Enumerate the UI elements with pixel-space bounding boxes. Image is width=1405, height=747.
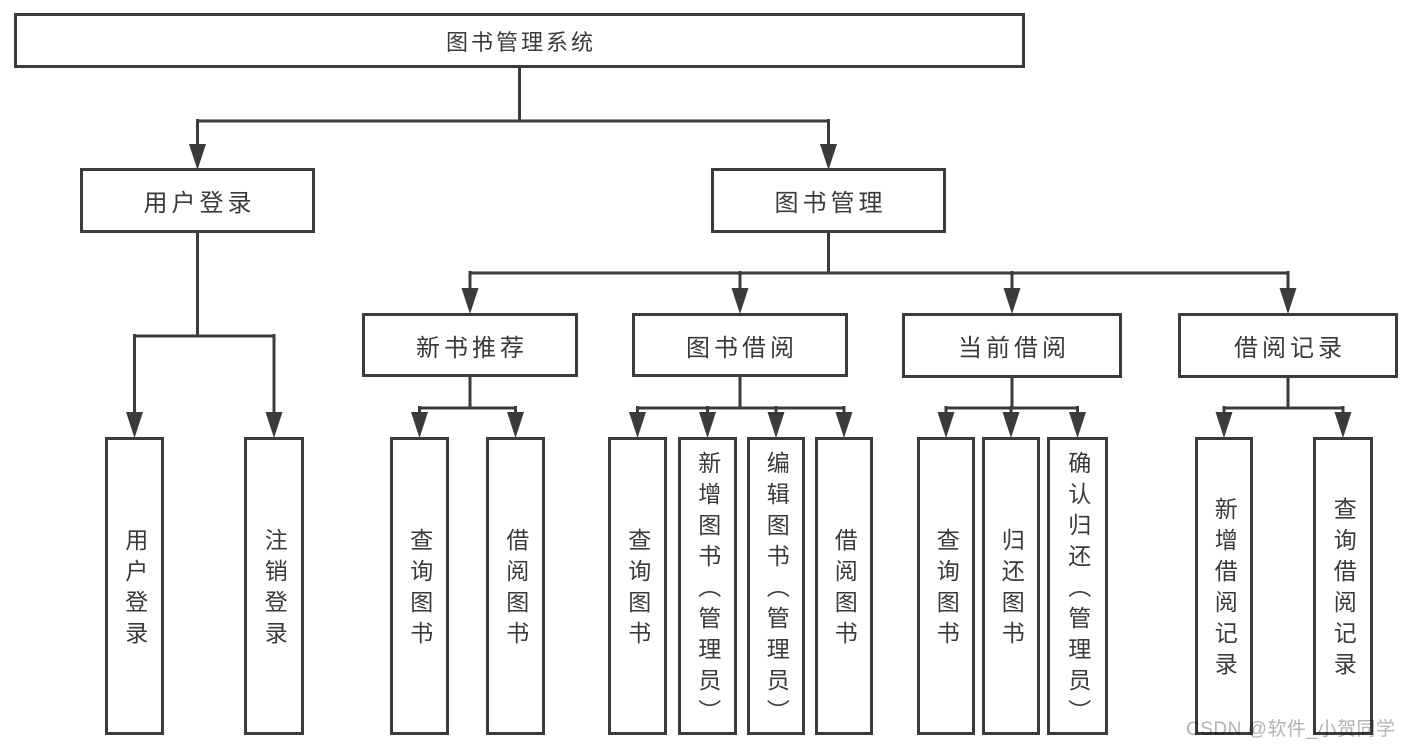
node-book-management-label: 图书管理 <box>774 190 887 217</box>
leaf-borrow-books-borrow-label: 借阅图书 <box>831 528 858 652</box>
leaf-return-book-label: 归还图书 <box>998 528 1025 652</box>
leaf-borrow-books-recommend-label: 借阅图书 <box>502 528 529 652</box>
edge-borrow-records-to-leaves <box>1215 377 1352 438</box>
leaf-query-books-recommend-label: 查询图书 <box>406 528 433 652</box>
leaf-confirm-return-admin: 确认归还（管理员） <box>1047 437 1108 735</box>
node-current-borrow-label: 当前借阅 <box>958 335 1070 362</box>
node-user-login-label: 用户登录 <box>143 190 256 217</box>
leaf-logout-login: 注销登录 <box>244 437 304 735</box>
leaf-confirm-return-admin-label: 确认归还（管理员） <box>1064 450 1091 730</box>
leaf-borrow-books-recommend: 借阅图书 <box>486 437 545 735</box>
leaf-edit-book-admin: 编辑图书（管理员） <box>747 437 805 735</box>
leaf-query-borrow-record: 查询借阅记录 <box>1313 437 1373 735</box>
node-root-label: 图书管理系统 <box>445 29 596 55</box>
watermark: CSDN @软件_小贺同学 <box>1186 719 1396 740</box>
node-book-borrow: 图书借阅 <box>632 313 848 377</box>
node-book-management: 图书管理 <box>711 168 946 233</box>
edge-root-to-level2 <box>189 68 837 170</box>
leaf-borrow-books-borrow: 借阅图书 <box>815 437 873 735</box>
leaf-user-login-label: 用户登录 <box>121 528 148 652</box>
leaf-user-login: 用户登录 <box>105 437 164 735</box>
edge-current-borrow-to-leaves <box>937 377 1086 438</box>
leaf-query-books-current: 查询图书 <box>917 437 975 735</box>
leaf-query-borrow-record-label: 查询借阅记录 <box>1330 497 1357 683</box>
node-new-book-recommend-label: 新书推荐 <box>416 334 528 362</box>
leaf-add-borrow-record-label: 新增借阅记录 <box>1211 497 1238 683</box>
leaf-query-books-borrow: 查询图书 <box>608 437 667 735</box>
leaf-return-book: 归还图书 <box>982 437 1040 735</box>
leaf-query-books-borrow-label: 查询图书 <box>624 528 651 652</box>
node-current-borrow: 当前借阅 <box>902 313 1122 378</box>
leaf-logout-login-label: 注销登录 <box>261 528 288 652</box>
node-root: 图书管理系统 <box>14 13 1025 68</box>
leaf-add-book-admin: 新增图书（管理员） <box>678 437 737 735</box>
edge-book-borrow-to-leaves <box>629 377 853 438</box>
node-user-login: 用户登录 <box>80 168 315 233</box>
node-new-book-recommend: 新书推荐 <box>362 313 578 377</box>
leaf-query-books-recommend: 查询图书 <box>390 437 449 735</box>
edge-user-login-to-leaves <box>126 233 283 438</box>
node-borrow-records-label: 借阅记录 <box>1234 335 1346 362</box>
leaf-edit-book-admin-label: 编辑图书（管理员） <box>763 450 790 730</box>
node-book-borrow-label: 图书借阅 <box>686 334 798 362</box>
node-borrow-records: 借阅记录 <box>1178 313 1398 378</box>
leaf-add-book-admin-label: 新增图书（管理员） <box>694 450 721 730</box>
edge-book-management-to-level3 <box>461 233 1297 314</box>
leaf-add-borrow-record: 新增借阅记录 <box>1195 437 1253 735</box>
edge-new-book-recommend-to-leaves <box>411 377 524 438</box>
leaf-query-books-current-label: 查询图书 <box>933 528 960 652</box>
